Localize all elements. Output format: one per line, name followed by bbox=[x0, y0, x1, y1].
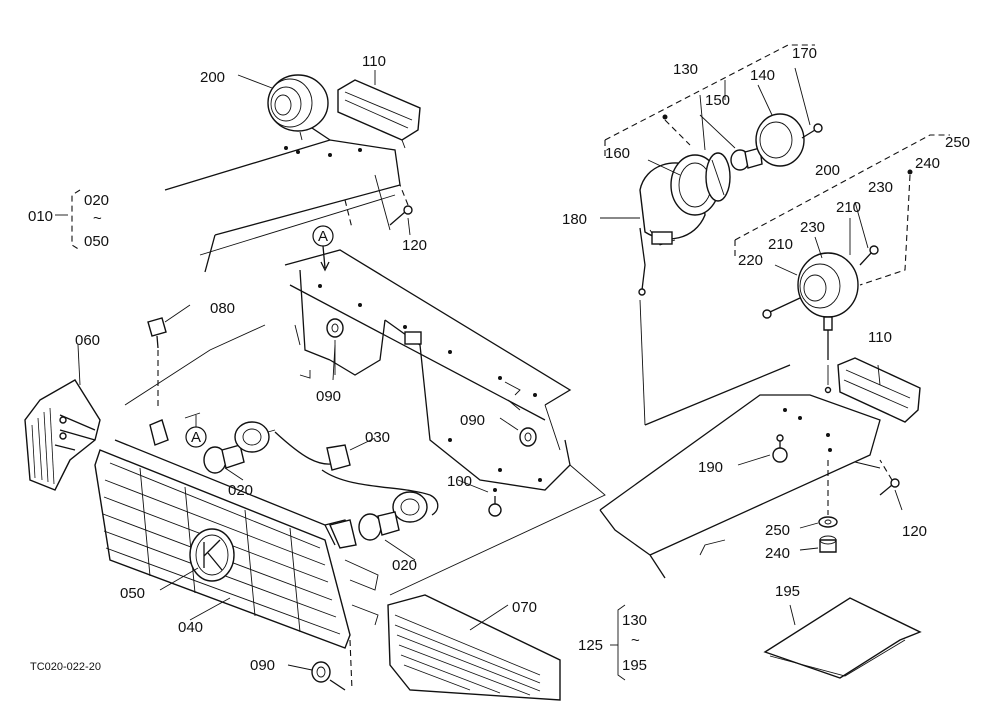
grille-clips-top bbox=[149, 419, 357, 549]
group-bracket-130 bbox=[604, 44, 815, 160]
bulb-020-lower bbox=[358, 511, 400, 541]
label-250-bottom: 250 bbox=[765, 522, 790, 539]
screw-120-right bbox=[879, 459, 900, 496]
bolt-090-frame-lower bbox=[519, 427, 537, 447]
socket-lower bbox=[392, 491, 428, 523]
rim-140 bbox=[755, 113, 805, 167]
label-200-left: 200 bbox=[200, 69, 225, 86]
leader-grille-box bbox=[389, 464, 606, 596]
label-020-upper: 020 bbox=[228, 482, 253, 499]
label-160: 160 bbox=[605, 145, 630, 162]
marker-lamp-110-right bbox=[837, 357, 921, 423]
label-070: 070 bbox=[512, 599, 537, 616]
callout-a-left bbox=[184, 412, 207, 448]
label-090-right: 090 bbox=[460, 412, 485, 429]
label-120-right: 120 bbox=[902, 523, 927, 540]
label-100: 100 bbox=[447, 473, 472, 490]
leader-130-group bbox=[664, 119, 691, 146]
label-195-range-end: 195 bbox=[622, 657, 647, 674]
label-060: 060 bbox=[75, 332, 100, 349]
screw-120-left bbox=[389, 184, 413, 226]
screw-220 bbox=[762, 297, 801, 319]
bulb-150 bbox=[730, 147, 763, 171]
roof-section-left bbox=[164, 119, 401, 273]
label-195: 195 bbox=[775, 583, 800, 600]
callout-a-top bbox=[312, 225, 334, 272]
label-120-left: 120 bbox=[402, 237, 427, 254]
label-125: 125 bbox=[578, 637, 603, 654]
label-020-lower: 020 bbox=[392, 557, 417, 574]
bolt-190 bbox=[772, 434, 788, 463]
label-180: 180 bbox=[562, 211, 587, 228]
marker-lamp-110-left bbox=[337, 79, 421, 152]
label-130-top: 130 bbox=[673, 61, 698, 78]
label-110-right: 110 bbox=[868, 329, 892, 346]
label-110-left: 110 bbox=[362, 53, 386, 70]
label-250-top: 250 bbox=[945, 134, 970, 151]
lens-160 bbox=[705, 152, 731, 202]
label-030: 030 bbox=[365, 429, 390, 446]
label-240-bottom: 240 bbox=[765, 545, 790, 562]
label-230-upper: 230 bbox=[868, 179, 893, 196]
label-tilde-125: ~ bbox=[631, 632, 640, 649]
socket-upper bbox=[234, 421, 276, 453]
work-light-200-left bbox=[267, 74, 332, 157]
label-090-upper: 090 bbox=[316, 388, 341, 405]
side-light-060 bbox=[24, 379, 101, 491]
leader-240-group bbox=[859, 174, 911, 286]
group-bracket-250 bbox=[734, 134, 950, 260]
label-tilde-010: ~ bbox=[93, 210, 102, 227]
screw-170 bbox=[801, 123, 823, 139]
label-190: 190 bbox=[698, 459, 723, 476]
side-panel-070 bbox=[387, 594, 561, 701]
label-080: 080 bbox=[210, 300, 235, 317]
label-200-right: 200 bbox=[815, 162, 840, 179]
leader-lines bbox=[55, 67, 903, 671]
label-220: 220 bbox=[738, 252, 763, 269]
leader-left-box bbox=[124, 324, 266, 406]
bolt-090-bottom bbox=[311, 661, 346, 691]
label-020-range-start: 020 bbox=[84, 192, 109, 209]
label-210-lower: 210 bbox=[768, 236, 793, 253]
dot-marker-130 bbox=[662, 114, 668, 120]
label-230-lower: 230 bbox=[800, 219, 825, 236]
part-labels: 200 110 010 020 ~ 050 120 A 080 060 090 … bbox=[28, 45, 970, 674]
label-210-upper: 210 bbox=[836, 199, 861, 216]
screw-230 bbox=[859, 245, 879, 266]
dot-marker-240 bbox=[907, 169, 913, 175]
manual-sheet-195 bbox=[763, 597, 922, 679]
brace-010 bbox=[71, 189, 81, 251]
grille-frame-bracket bbox=[284, 249, 572, 491]
label-a-top: A bbox=[318, 228, 328, 245]
label-140: 140 bbox=[750, 67, 775, 84]
label-090-bottom: 090 bbox=[250, 657, 275, 674]
emblem-050 bbox=[189, 528, 235, 582]
label-a-left: A bbox=[191, 429, 201, 446]
bolt-080 bbox=[147, 317, 167, 410]
work-light-200-right bbox=[797, 252, 859, 394]
bolt-100 bbox=[488, 488, 502, 517]
label-050-range-end: 050 bbox=[84, 233, 109, 250]
roof-section-right bbox=[599, 299, 881, 579]
label-240-top: 240 bbox=[915, 155, 940, 172]
label-170: 170 bbox=[792, 45, 817, 62]
brace-125 bbox=[617, 604, 626, 681]
nut-240 bbox=[819, 535, 837, 553]
harness-030 bbox=[274, 431, 439, 516]
washer-250 bbox=[818, 516, 838, 528]
bulb-020-upper bbox=[203, 444, 245, 474]
label-010: 010 bbox=[28, 208, 53, 225]
label-040: 040 bbox=[178, 619, 203, 636]
figure-code: TC020-022-20 bbox=[30, 661, 101, 673]
label-150: 150 bbox=[705, 92, 730, 109]
label-050: 050 bbox=[120, 585, 145, 602]
label-130-range-start: 130 bbox=[622, 612, 647, 629]
